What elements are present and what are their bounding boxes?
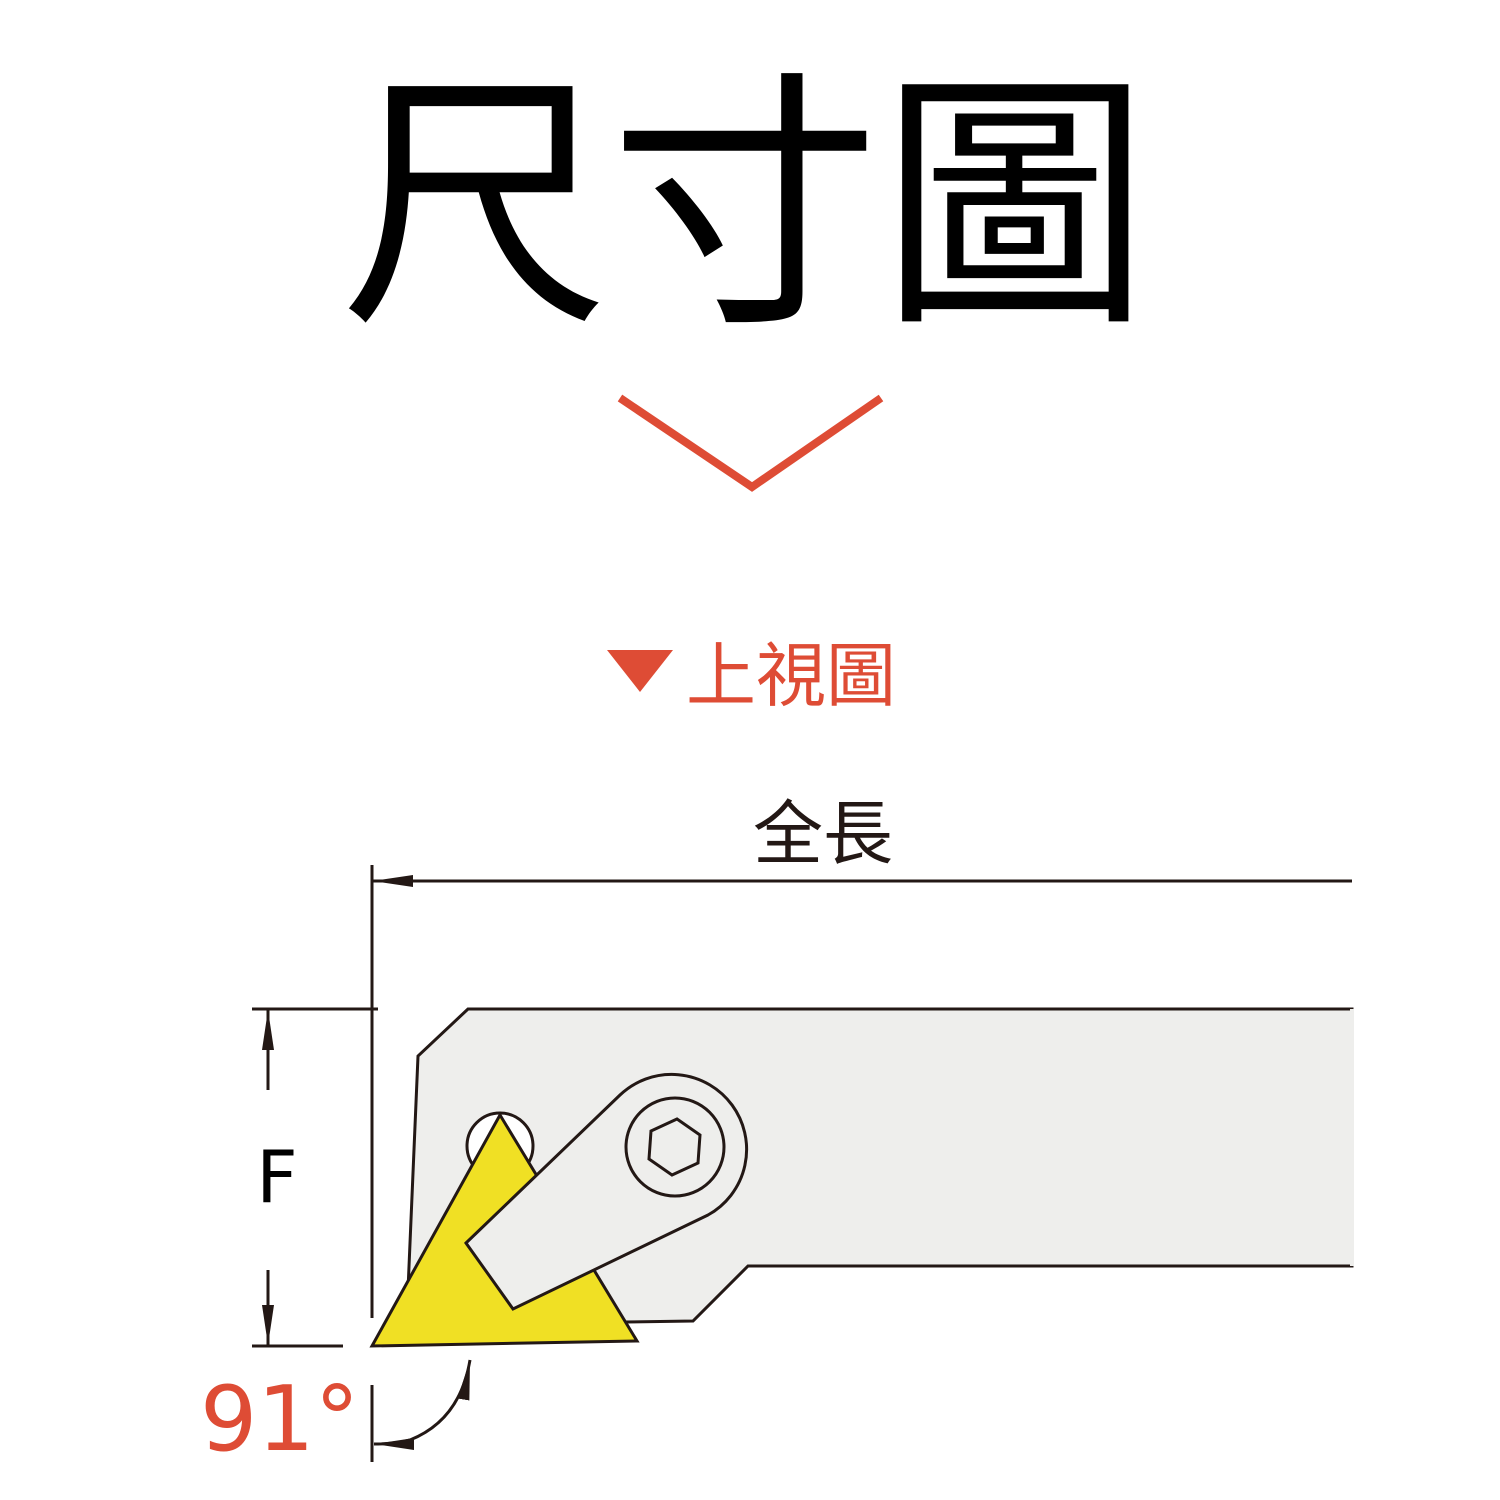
clamp-screw (624, 1096, 726, 1198)
angle-arc-top (409, 1359, 472, 1442)
overall-length-label: 全長 (753, 793, 893, 875)
hex-socket-icon (647, 1117, 702, 1177)
chevron-down-icon (617, 394, 884, 492)
page-title: 尺寸圖 (340, 49, 1150, 364)
section-label: 上視圖 (686, 635, 896, 717)
triangle-down-icon (607, 650, 673, 692)
angle-arc-left (373, 1437, 415, 1450)
f-label: F (256, 1135, 297, 1219)
clamp (464, 1072, 749, 1311)
angle-label: 91° (200, 1367, 360, 1472)
